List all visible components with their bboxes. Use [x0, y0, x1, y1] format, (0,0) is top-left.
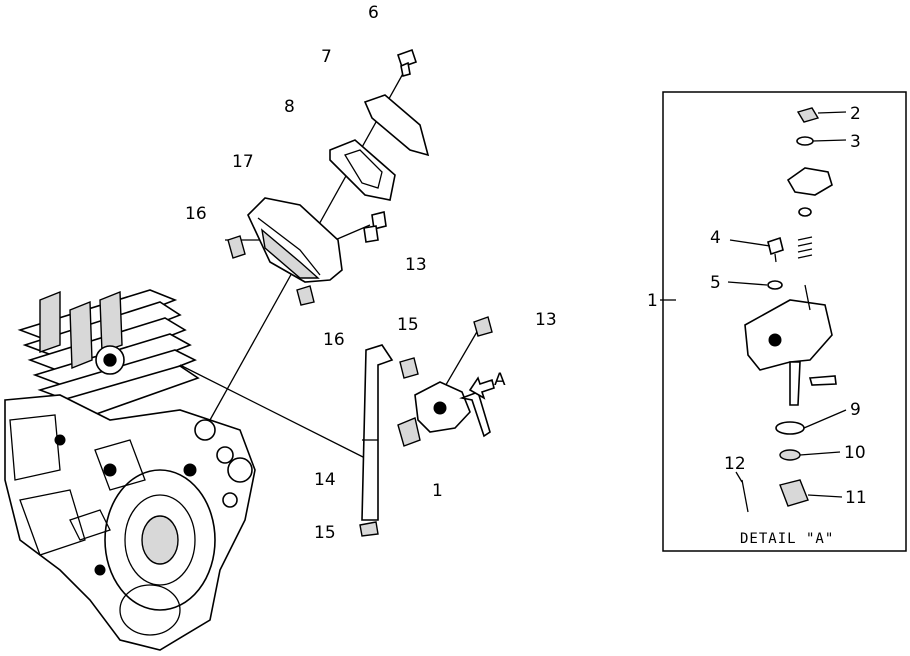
clamp-15b [359, 521, 379, 537]
detail-callout-4: 4 [710, 228, 721, 248]
detail-callout-2: 2 [850, 104, 861, 124]
callout-arrow-a: A [494, 370, 506, 390]
crankcase [4, 394, 256, 651]
detail-callout-5: 5 [710, 273, 721, 293]
bolt-6 [396, 48, 418, 78]
fitting-13a [363, 211, 387, 243]
intake-cover-17 [247, 197, 343, 283]
callout-labels: 6 7 8 17 16 16 13 13 15 15 14 1 A 2 3 4 … [185, 3, 867, 547]
callout-14: 14 [314, 470, 336, 490]
callout-7: 7 [321, 47, 332, 67]
engine-block [4, 289, 256, 651]
detail-a-caption: DETAIL "A" [740, 531, 834, 547]
detail-callout-1: 1 [647, 291, 658, 311]
detail-callout-9: 9 [850, 400, 861, 420]
callout-13-lower: 13 [535, 310, 557, 330]
clamp-15a [399, 357, 419, 379]
fitting-13b [473, 316, 493, 337]
callout-1: 1 [432, 481, 443, 501]
grommet-16b [296, 285, 315, 306]
fuel-pump-1 [397, 381, 491, 447]
callout-16-bottom: 16 [323, 330, 345, 350]
grommet-16a [227, 235, 246, 259]
callout-15-lower: 15 [314, 523, 336, 543]
callout-15-upper: 15 [397, 315, 419, 335]
detail-a-box [662, 91, 907, 552]
detail-callout-10: 10 [844, 443, 866, 463]
detail-callout-12: 12 [724, 454, 746, 474]
detail-a-parts [741, 107, 837, 513]
callout-16-top: 16 [185, 204, 207, 224]
callout-13-upper: 13 [405, 255, 427, 275]
detail-leaders [660, 111, 847, 498]
gasket-8 [329, 139, 396, 201]
arrow-a [468, 376, 495, 400]
cylinder-fins [17, 289, 200, 419]
callout-6: 6 [368, 3, 379, 23]
hose-14 [361, 344, 394, 521]
reed-plate-7 [363, 94, 430, 157]
callout-8: 8 [284, 97, 295, 117]
detail-callout-3: 3 [850, 132, 861, 152]
detail-callout-11: 11 [845, 488, 867, 508]
callout-17: 17 [232, 152, 254, 172]
